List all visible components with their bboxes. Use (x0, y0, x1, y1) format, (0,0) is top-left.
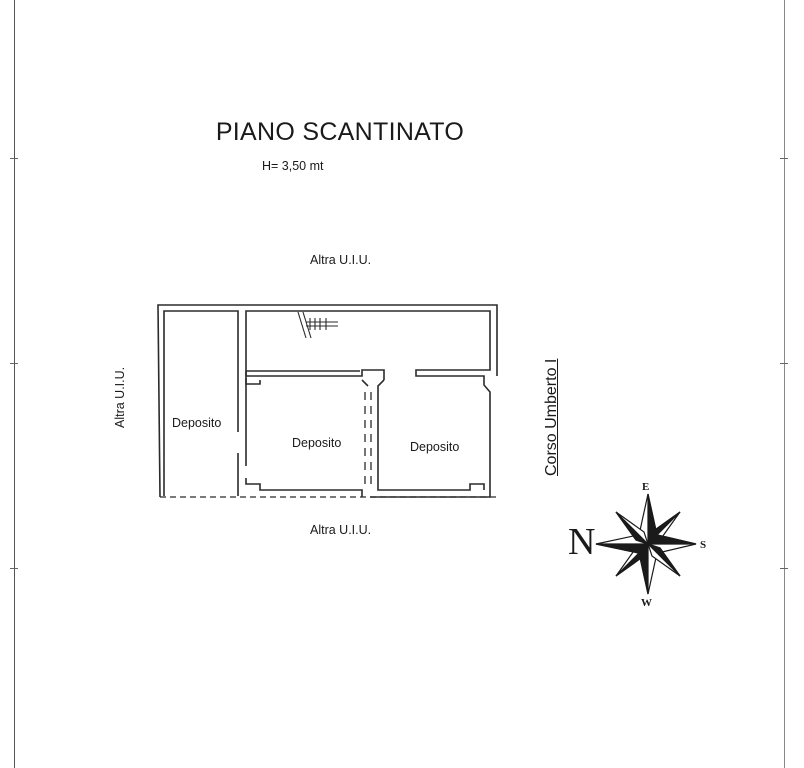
stair-symbol (297, 311, 338, 339)
border-tick (10, 158, 18, 159)
height-note: H= 3,50 mt (262, 159, 324, 173)
room-bottom-left (245, 478, 363, 497)
compass-rose (595, 493, 697, 595)
room-label-right: Deposito (410, 440, 460, 454)
corridor-wall (245, 369, 385, 380)
right-room-walls (245, 310, 491, 498)
compass-north-letter: N (568, 521, 596, 563)
compass-south-letter: S (700, 539, 707, 551)
room-right-inner (377, 379, 485, 491)
plan-title: PIANO SCANTINATO (215, 118, 465, 146)
left-room-wall (163, 310, 239, 496)
plan-walls (157, 304, 498, 498)
sheet-border-right (784, 0, 785, 768)
compass-east-letter: E (642, 481, 650, 493)
partition-dashed (364, 392, 372, 490)
room-label-left: Deposito (172, 416, 222, 430)
outer-wall (157, 304, 498, 498)
room-label-center: Deposito (292, 436, 342, 450)
room-corner (245, 378, 261, 385)
compass-west-letter: W (641, 597, 652, 609)
border-tick (780, 363, 788, 364)
border-tick (10, 363, 18, 364)
neighbor-label-bottom: Altra U.I.U. (310, 523, 372, 537)
column-corner (361, 379, 369, 387)
border-tick (10, 568, 18, 569)
neighbor-label-top: Altra U.I.U. (310, 253, 372, 267)
border-tick (780, 158, 788, 159)
sheet-border-left (14, 0, 15, 768)
border-tick (780, 568, 788, 569)
